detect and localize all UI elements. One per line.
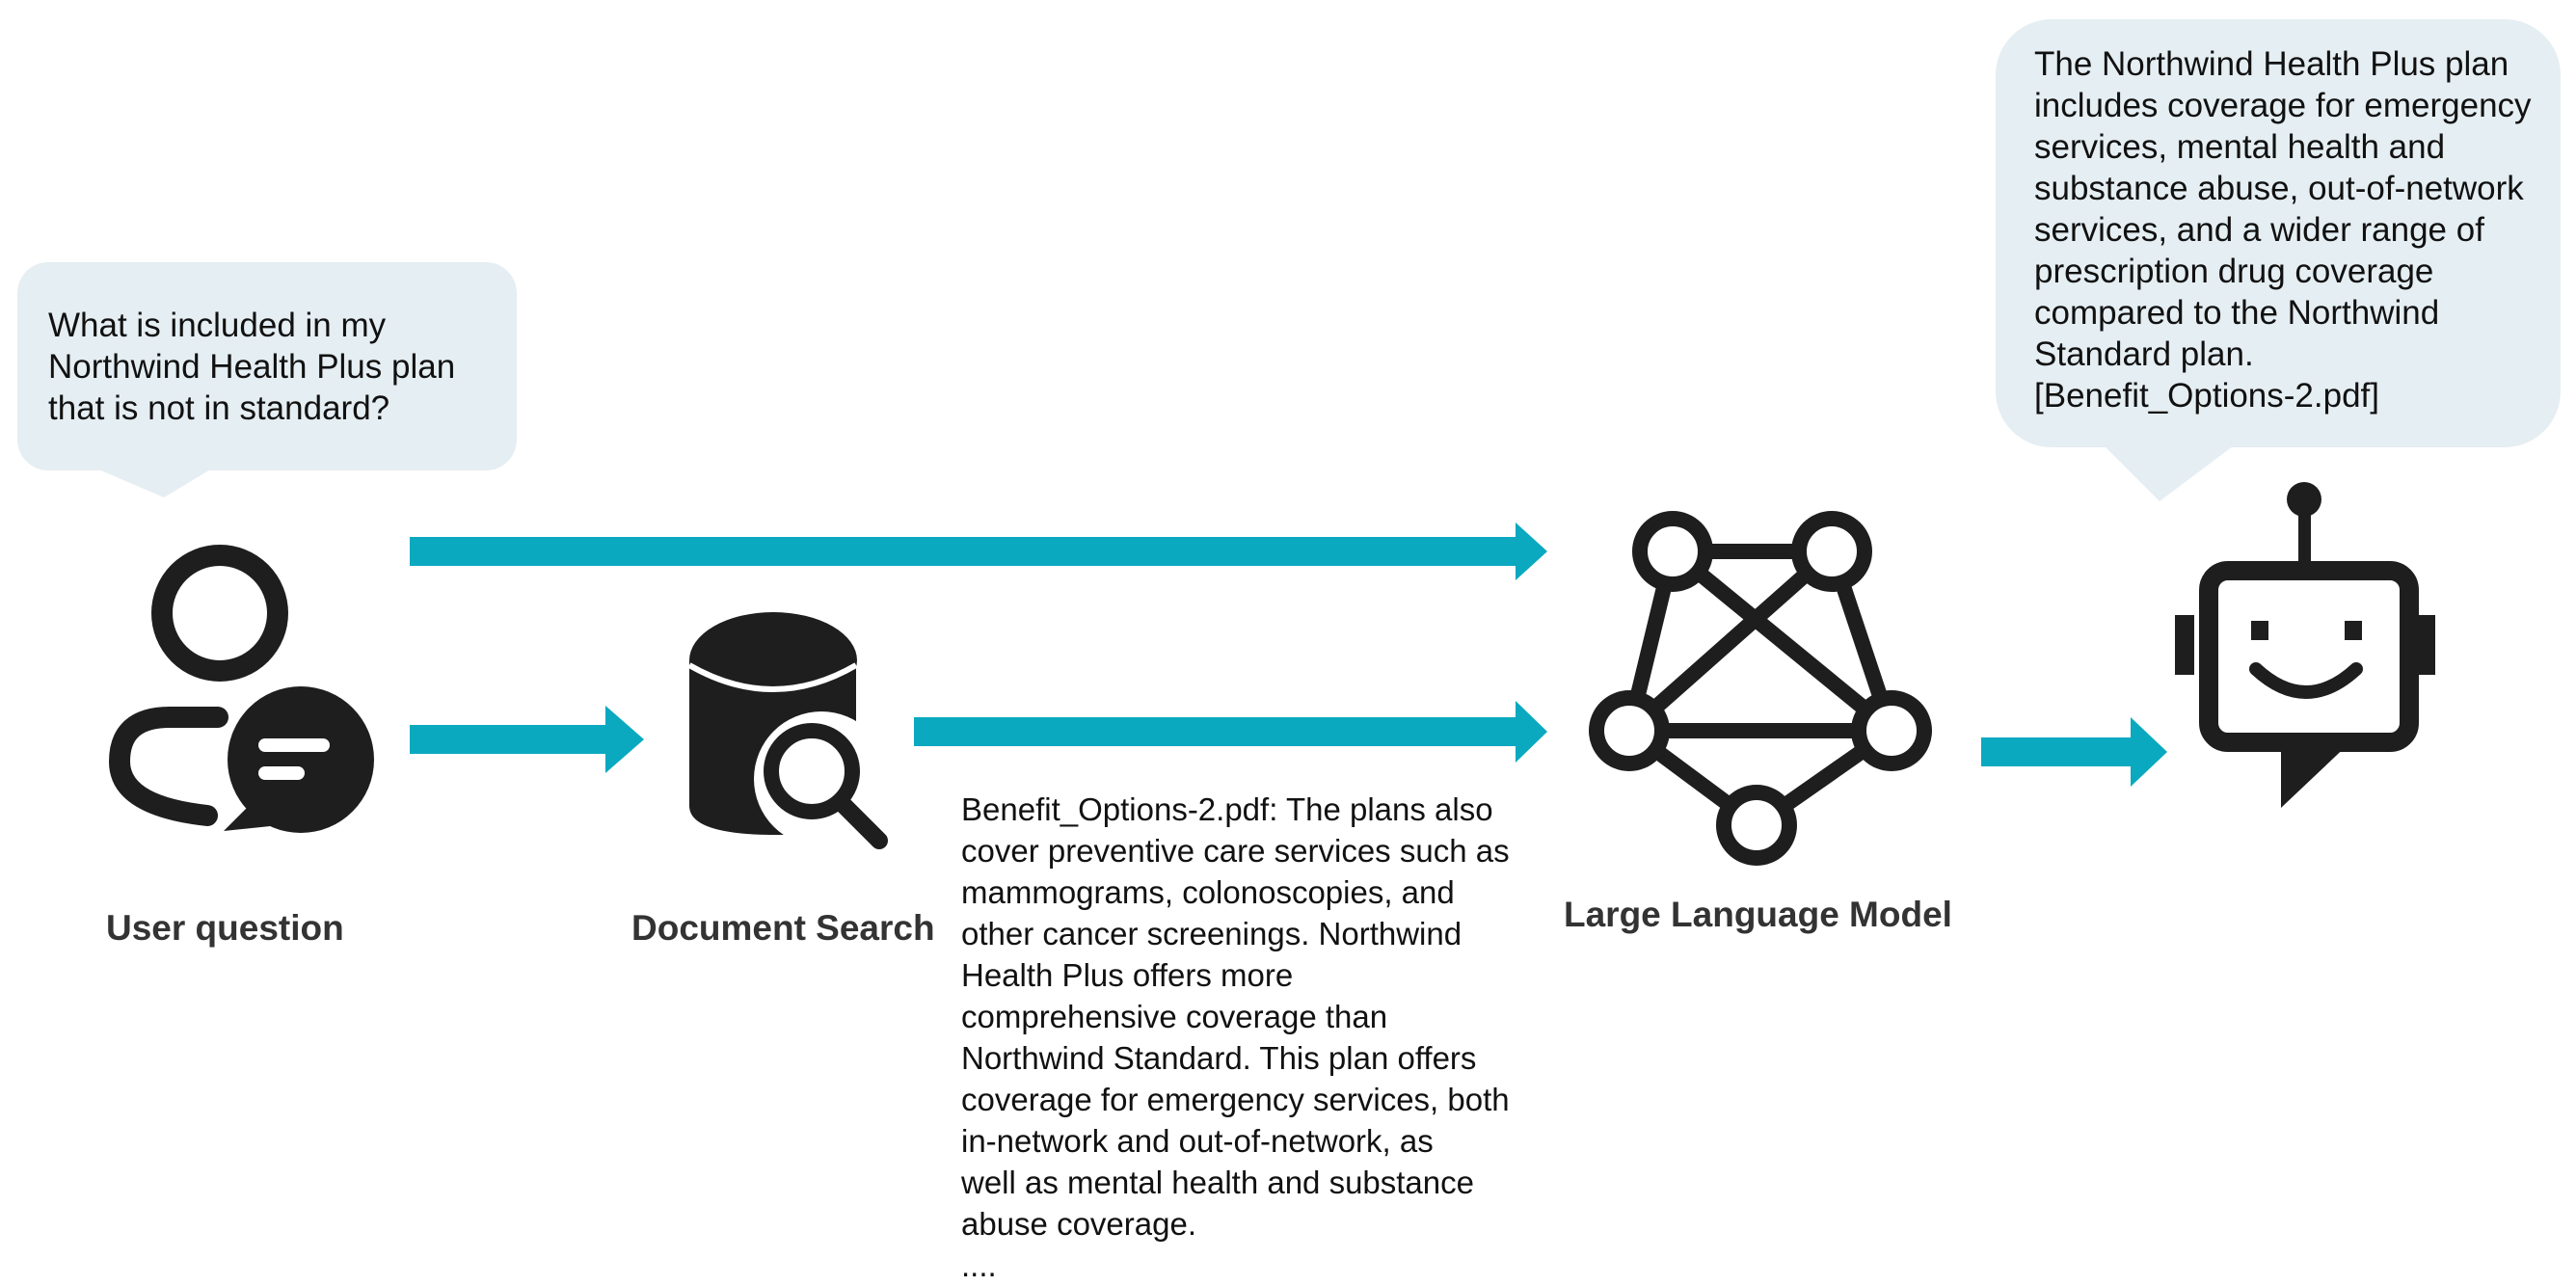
arrow-llm-to-bot bbox=[1981, 717, 2167, 787]
neural-network-icon bbox=[1589, 511, 1932, 866]
answer-text: The Northwind Health Plus plan includes … bbox=[2034, 45, 2532, 415]
retrieved-document-text: Benefit_Options-2.pdf: The plans also co… bbox=[961, 791, 1510, 1283]
arrow-user-to-search bbox=[410, 706, 644, 773]
arrow-search-to-llm bbox=[914, 701, 1547, 763]
label-user-question: User question bbox=[106, 908, 344, 948]
user-chat-icon bbox=[108, 545, 374, 833]
answer-bubble bbox=[1996, 19, 2561, 501]
arrow-user-to-llm bbox=[410, 522, 1547, 580]
label-llm: Large Language Model bbox=[1564, 895, 1952, 934]
user-question-text: What is included in my Northwind Health … bbox=[48, 307, 456, 427]
database-search-icon bbox=[687, 612, 889, 849]
user-question-bubble bbox=[17, 262, 517, 497]
label-document-search: Document Search bbox=[631, 908, 935, 948]
chatbot-icon bbox=[2175, 482, 2435, 808]
